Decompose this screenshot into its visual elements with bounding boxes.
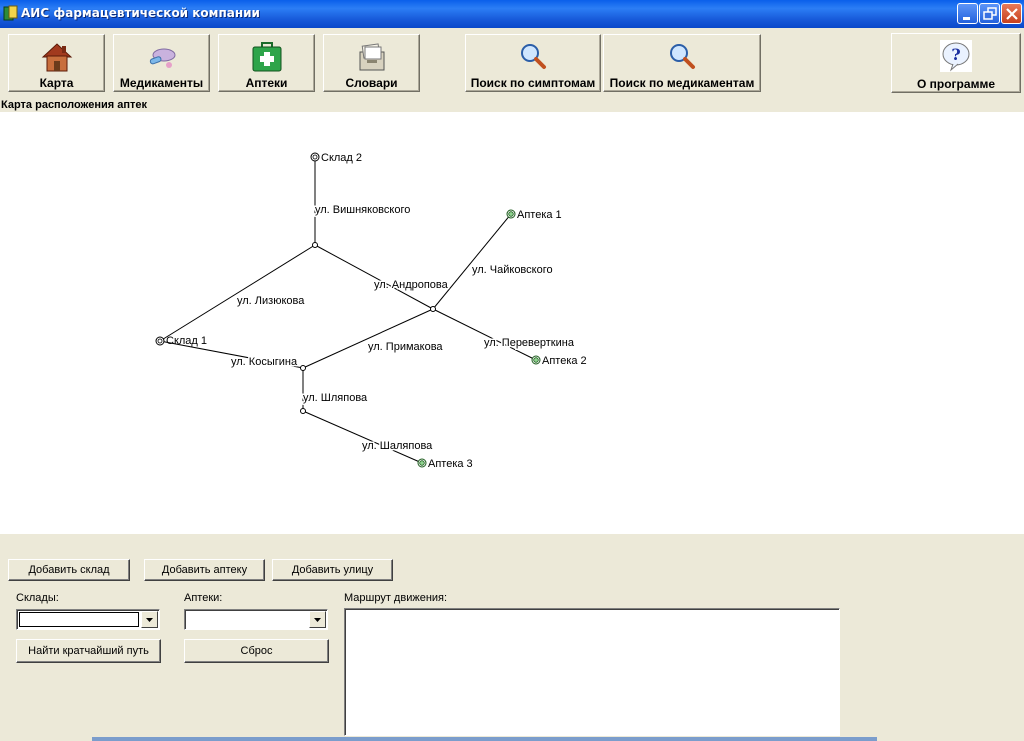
street-label-kosygina: ул. Косыгина xyxy=(231,356,298,368)
street-label-chaikovskogo: ул. Чайковского xyxy=(472,264,553,276)
street-pereverkina xyxy=(432,308,537,361)
pharmacies-label: Аптеки: xyxy=(184,592,223,604)
close-button[interactable] xyxy=(1001,3,1022,24)
street-primakova xyxy=(302,308,434,369)
chevron-down-icon xyxy=(146,618,153,622)
map-caption: Карта расположения аптек xyxy=(1,99,147,111)
route-label: Маршрут движения: xyxy=(344,592,448,604)
chevron-down-icon xyxy=(314,618,321,622)
title-bar[interactable]: АИС фармацевтической компании xyxy=(0,0,1024,28)
pills-icon xyxy=(149,48,175,68)
street-kosygina xyxy=(159,340,304,369)
street-label-shalyapova: ул. Шаляпова xyxy=(362,440,433,452)
warehouse-1-label: Склад 1 xyxy=(166,335,207,347)
junction-node xyxy=(300,365,306,371)
map-canvas[interactable]: Склад 2 Склад 1 Аптека 1 Аптека 2 Аптека… xyxy=(0,112,1024,534)
route-textarea[interactable] xyxy=(344,608,840,736)
add-street-button[interactable]: Добавить улицу xyxy=(272,559,393,581)
map-svg: Склад 2 Склад 1 Аптека 1 Аптека 2 Аптека… xyxy=(155,152,587,470)
street-label-pereverkina: ул. Переверткина xyxy=(484,337,575,349)
toolbar: Карта Медикаменты Аптеки Словари xyxy=(0,28,1024,98)
search-symptoms-button[interactable]: Поиск по симптомам xyxy=(465,34,601,92)
reset-button[interactable]: Сброс xyxy=(184,639,329,663)
pharmacies-select-value xyxy=(187,612,307,627)
house-icon xyxy=(41,43,72,72)
about-button-label: О программе xyxy=(916,77,995,91)
warehouses-dropdown-button[interactable] xyxy=(141,611,158,628)
first-aid-kit-icon xyxy=(252,42,281,72)
warehouse-node-2[interactable] xyxy=(310,152,320,162)
map-button-label: Карта xyxy=(39,76,74,90)
street-label-lizyukova: ул. Лизюкова xyxy=(237,295,305,307)
pharmacy-3-label: Аптека 3 xyxy=(428,458,473,470)
street-label-andropova: ул. Андропова xyxy=(374,279,449,291)
junction-node xyxy=(300,408,306,414)
search-medicines-label: Поиск по медикаментам xyxy=(609,76,755,90)
dictionaries-button-label: Словари xyxy=(345,76,398,90)
pharmacy-1-label: Аптека 1 xyxy=(517,209,562,221)
dictionaries-button[interactable]: Словари xyxy=(323,34,420,92)
street-label-shlyapova: ул. Шляпова xyxy=(303,392,368,404)
about-button[interactable]: ? О программе xyxy=(891,33,1021,93)
search-symptoms-label: Поиск по симптомам xyxy=(470,76,596,90)
search-medicines-button[interactable]: Поиск по медикаментам xyxy=(603,34,761,92)
minimize-icon xyxy=(963,17,970,20)
help-icon: ? xyxy=(940,40,972,72)
medicines-button-label: Медикаменты xyxy=(119,76,204,90)
medicines-button[interactable]: Медикаменты xyxy=(113,34,210,92)
control-panel: Добавить склад Добавить аптеку Добавить … xyxy=(0,534,1024,741)
street-lizyukova xyxy=(159,244,316,342)
pharmacies-button[interactable]: Аптеки xyxy=(218,34,315,92)
magnifier-icon xyxy=(521,44,546,69)
street-chaikovskogo xyxy=(432,213,512,310)
find-shortest-path-button[interactable]: Найти кратчайший путь xyxy=(16,639,161,663)
app-icon xyxy=(3,5,18,21)
close-icon xyxy=(1006,8,1018,20)
pharmacy-node-3[interactable] xyxy=(417,458,427,468)
pharmacy-node-2[interactable] xyxy=(531,355,541,365)
warehouses-select-value xyxy=(19,612,139,627)
pharmacies-select[interactable] xyxy=(184,609,328,630)
warehouses-label: Склады: xyxy=(16,592,59,604)
street-label-vishnyakovskogo: ул. Вишняковского xyxy=(315,204,410,216)
warehouse-node-1[interactable] xyxy=(155,336,165,346)
magnifier-icon xyxy=(670,44,695,69)
card-file-icon xyxy=(359,43,384,71)
pharmacy-2-label: Аптека 2 xyxy=(542,355,587,367)
taskbar-strip xyxy=(92,737,877,741)
junction-node xyxy=(430,306,436,312)
pharmacies-button-label: Аптеки xyxy=(245,76,288,90)
pharmacies-dropdown-button[interactable] xyxy=(309,611,326,628)
street-shalyapova xyxy=(302,410,423,464)
window-title: АИС фармацевтической компании xyxy=(21,6,260,20)
add-pharmacy-button[interactable]: Добавить аптеку xyxy=(144,559,265,581)
street-andropova xyxy=(314,244,434,310)
street-label-primakova: ул. Примакова xyxy=(368,341,443,353)
restore-button[interactable] xyxy=(979,3,1000,24)
warehouse-2-label: Склад 2 xyxy=(321,152,362,164)
junction-node xyxy=(312,242,318,248)
svg-text:?: ? xyxy=(951,45,960,64)
minimize-button[interactable] xyxy=(957,3,978,24)
warehouses-select[interactable] xyxy=(16,609,160,630)
map-button[interactable]: Карта xyxy=(8,34,105,92)
pharmacy-node-1[interactable] xyxy=(506,209,516,219)
restore-icon xyxy=(983,7,997,20)
add-warehouse-button[interactable]: Добавить склад xyxy=(8,559,130,581)
